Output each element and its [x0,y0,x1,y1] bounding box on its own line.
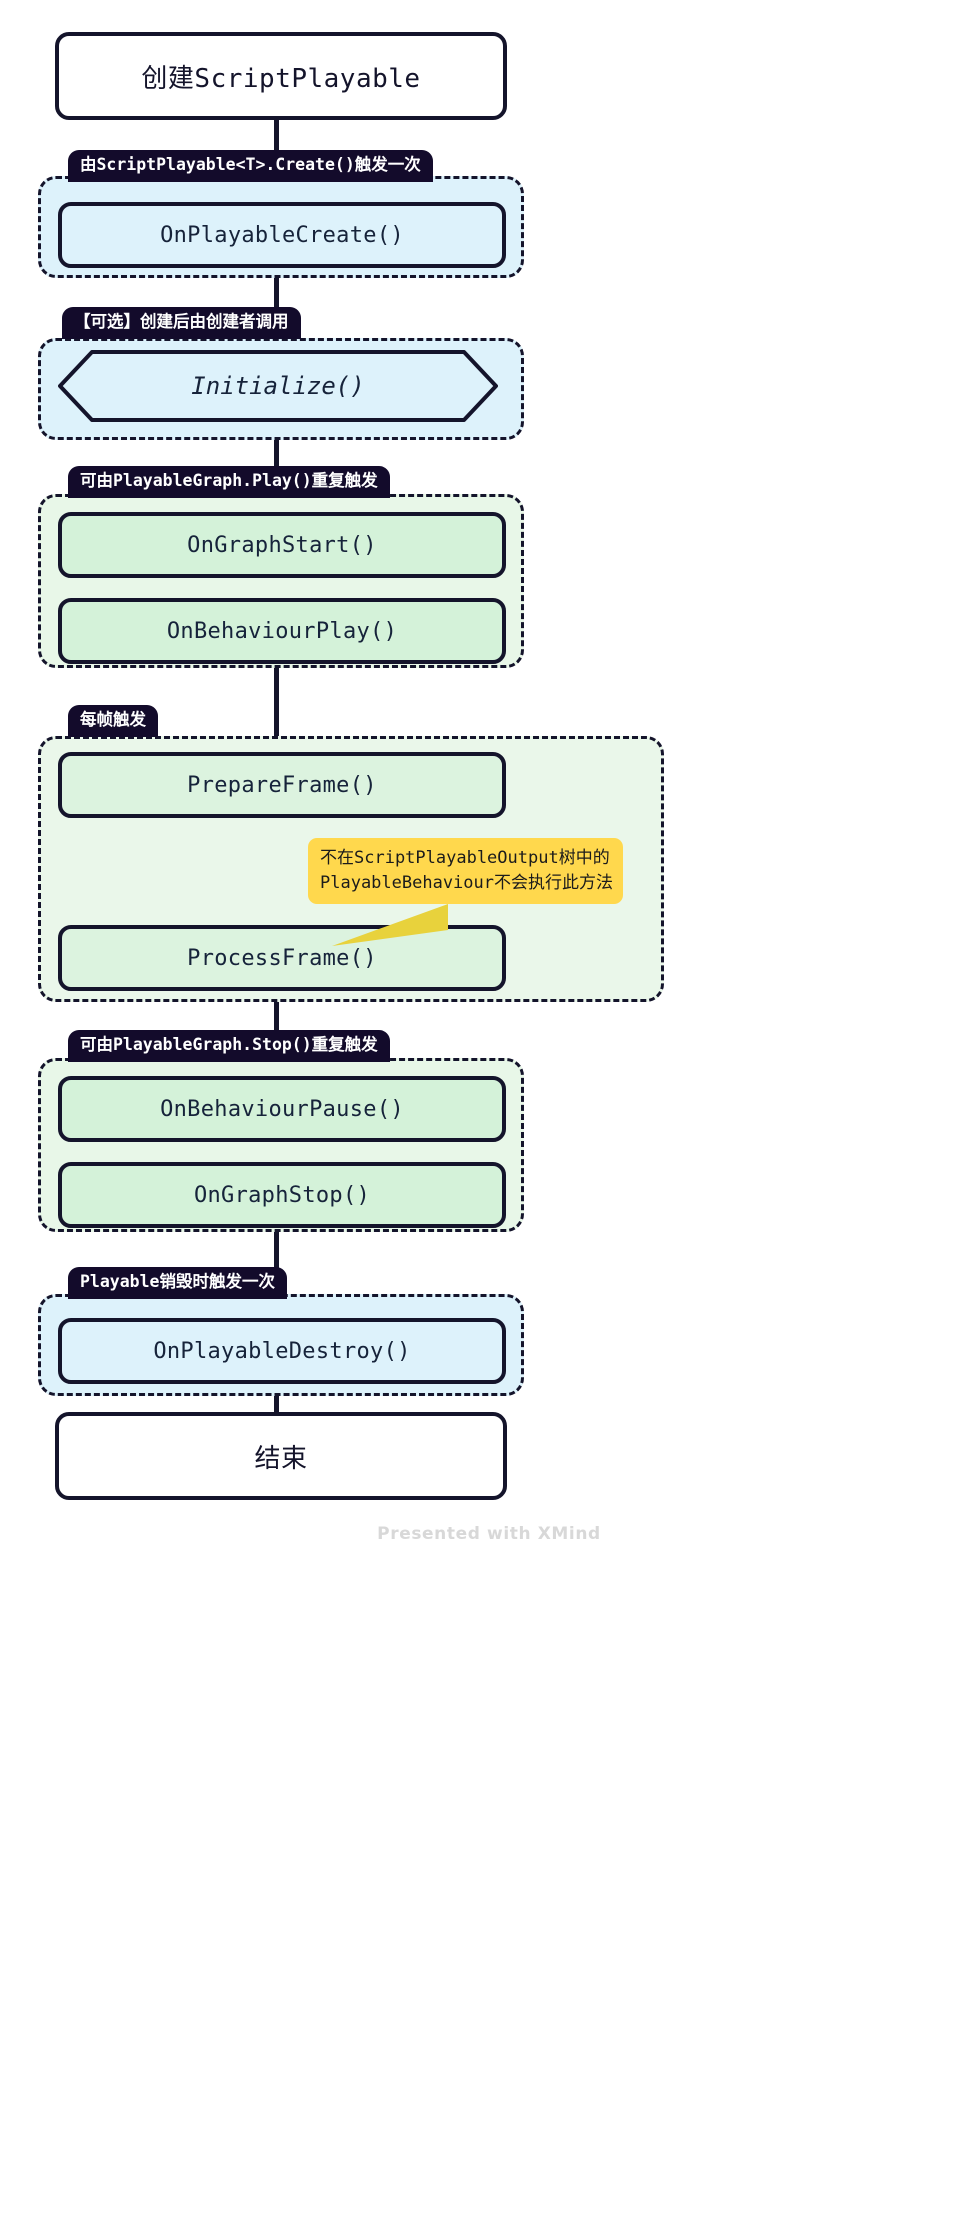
node-ongraphstart[interactable]: OnGraphStart() [58,512,506,578]
node-processframe[interactable]: ProcessFrame() [58,925,506,991]
callout-line-2: PlayableBehaviour不会执行此方法 [320,872,613,893]
group-play-label: 可由PlayableGraph.Play()重复触发 [68,466,390,498]
group-destroy-label: Playable销毁时触发一次 [68,1267,287,1299]
node-ongraphstop[interactable]: OnGraphStop() [58,1162,506,1228]
node-processframe-label: ProcessFrame() [187,945,377,971]
node-ongraphstart-label: OnGraphStart() [187,532,377,558]
connector-destroy-to-end [274,1366,279,1426]
node-onplayablecreate[interactable]: OnPlayableCreate() [58,202,506,268]
group-create-label: 由ScriptPlayable<T>.Create()触发一次 [68,150,433,182]
callout-line-1: 不在ScriptPlayableOutput树中的 [320,848,610,868]
node-onbehaviourpause-label: OnBehaviourPause() [160,1096,404,1122]
node-prepareframe[interactable]: PrepareFrame() [58,752,506,818]
start-node[interactable]: 创建ScriptPlayable [55,32,507,120]
start-node-label: 创建ScriptPlayable [141,63,421,94]
connector-play-to-frame [274,650,279,790]
node-onbehaviourplay[interactable]: OnBehaviourPlay() [58,598,506,664]
node-onplayablecreate-label: OnPlayableCreate() [160,222,404,248]
callout-processframe-note: 不在ScriptPlayableOutput树中的 PlayableBehavi… [308,838,623,905]
node-onplayabledestroy-label: OnPlayableDestroy() [153,1338,411,1364]
group-frame-label: 每帧触发 [68,705,158,737]
xmind-watermark: Presented with XMind [377,1524,601,1544]
node-onbehaviourplay-label: OnBehaviourPlay() [166,618,398,644]
group-initialize-label: 【可选】创建后由创建者调用 [62,307,301,339]
group-stop-label: 可由PlayableGraph.Stop()重复触发 [68,1030,390,1062]
callout-tail [332,904,448,946]
end-node-label: 结束 [254,1443,308,1474]
end-node[interactable]: 结束 [55,1412,507,1500]
node-ongraphstop-label: OnGraphStop() [193,1182,371,1208]
node-initialize[interactable]: Initialize() [58,350,498,422]
node-prepareframe-label: PrepareFrame() [187,772,377,798]
node-onbehaviourpause[interactable]: OnBehaviourPause() [58,1076,506,1142]
connector-initialize-to-play [274,400,279,530]
node-onplayabledestroy[interactable]: OnPlayableDestroy() [58,1318,506,1384]
